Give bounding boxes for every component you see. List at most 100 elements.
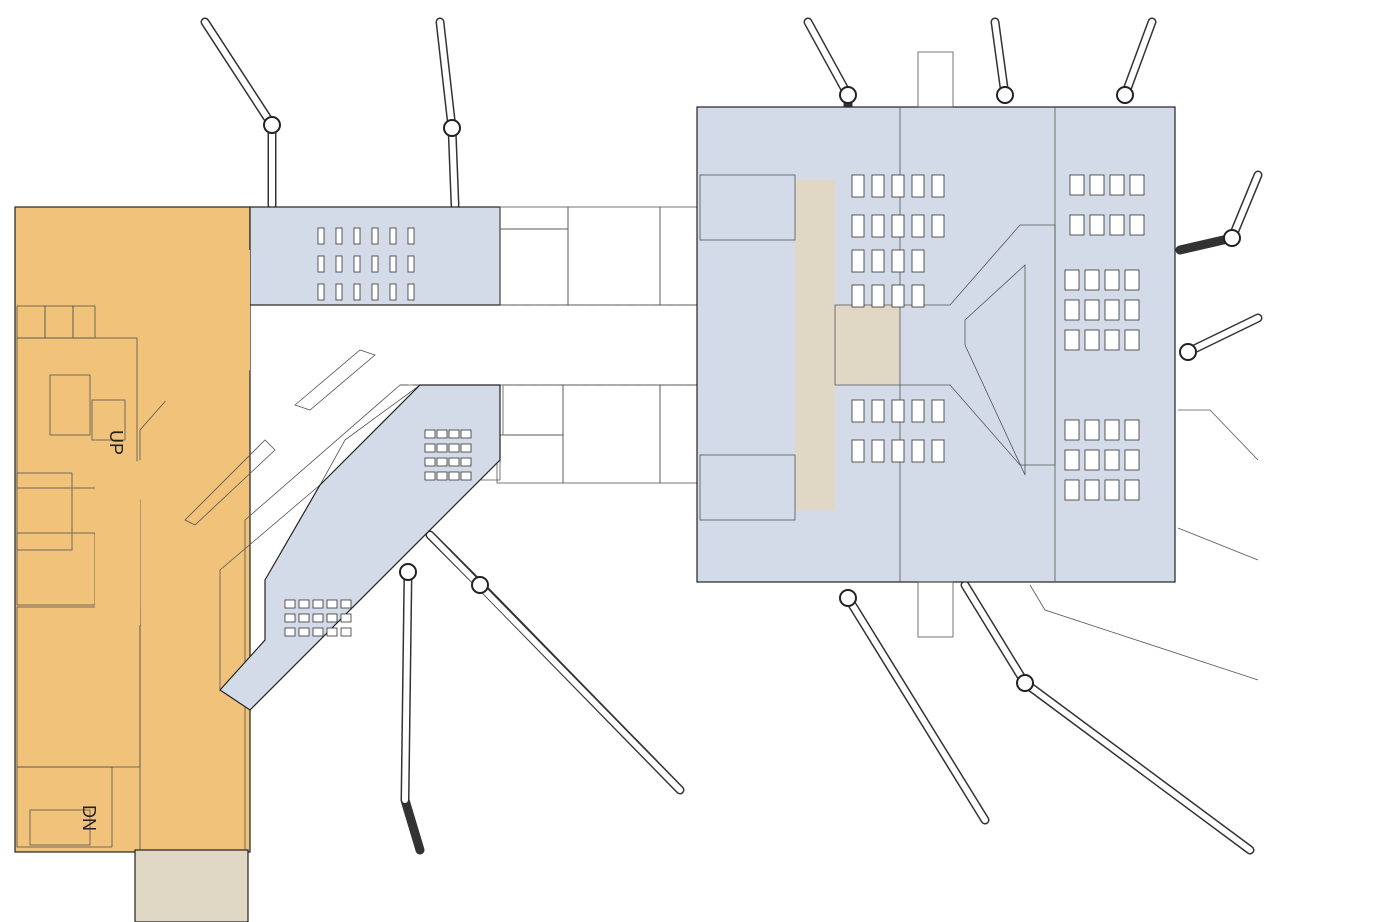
seat-row xyxy=(1109,214,1125,236)
office xyxy=(72,305,96,339)
seat-row xyxy=(1064,329,1080,351)
seat-row xyxy=(448,471,460,481)
seat-row xyxy=(1104,329,1120,351)
seat-row xyxy=(353,283,361,301)
seat-row xyxy=(389,227,397,245)
jet-bridge xyxy=(803,17,857,112)
seat-row xyxy=(871,284,885,308)
seat-row xyxy=(298,613,310,623)
seat-row xyxy=(424,457,436,467)
seat-row xyxy=(1084,449,1100,471)
seat-row xyxy=(1109,174,1125,196)
restroom xyxy=(567,206,661,306)
jet-bridge xyxy=(425,530,685,795)
seat-row xyxy=(931,214,945,238)
jet-bridge xyxy=(200,17,281,210)
jet-bridge xyxy=(960,580,1255,855)
seat-row xyxy=(298,627,310,637)
seat-row xyxy=(298,599,310,609)
seat-row xyxy=(911,214,925,238)
entrance-vestibule xyxy=(134,849,249,922)
stair xyxy=(29,809,91,846)
jet-bridge xyxy=(1116,17,1157,104)
seat-row xyxy=(389,283,397,301)
seat-row xyxy=(312,613,324,623)
seat-row xyxy=(436,457,448,467)
seat-row xyxy=(931,174,945,198)
seat-row xyxy=(871,249,885,273)
seat-row xyxy=(1124,329,1140,351)
seat-row xyxy=(1124,299,1140,321)
seat-row xyxy=(871,214,885,238)
stair xyxy=(49,374,91,436)
seat-row xyxy=(436,471,448,481)
seat-row xyxy=(1084,419,1100,441)
seat-row xyxy=(1064,269,1080,291)
seat-row xyxy=(340,613,352,623)
seat-row xyxy=(407,255,415,273)
seat-row xyxy=(891,439,905,463)
retail-kiosk xyxy=(294,349,376,411)
seat-row xyxy=(312,599,324,609)
seat-row xyxy=(1104,269,1120,291)
seat-row xyxy=(1129,174,1145,196)
seat-row xyxy=(851,249,865,273)
seat-row xyxy=(1084,479,1100,501)
seat-row xyxy=(448,429,460,439)
office xyxy=(499,206,569,230)
seat-row xyxy=(284,613,296,623)
office xyxy=(16,472,73,551)
seat-row xyxy=(317,283,325,301)
east-hub xyxy=(696,51,1176,638)
seat-row xyxy=(353,255,361,273)
seat-row xyxy=(1064,419,1080,441)
seat-row xyxy=(1084,269,1100,291)
seat-row xyxy=(436,443,448,453)
retail-kiosk xyxy=(184,439,276,526)
seat-row xyxy=(317,227,325,245)
seat-row xyxy=(424,429,436,439)
seat-row xyxy=(326,627,338,637)
seat-row xyxy=(1069,174,1085,196)
seat-row xyxy=(911,249,925,273)
seat-row xyxy=(460,443,472,453)
stair-core xyxy=(699,454,796,521)
seat-row xyxy=(1129,214,1145,236)
seat-row xyxy=(389,255,397,273)
jet-bridge xyxy=(839,589,990,825)
green-room xyxy=(496,434,564,484)
jet-bridge xyxy=(399,563,425,855)
seat-row xyxy=(871,439,885,463)
seat-row xyxy=(891,399,905,423)
seat-row xyxy=(891,174,905,198)
seat-row xyxy=(407,227,415,245)
seat-row xyxy=(1069,214,1085,236)
seat-row xyxy=(1064,299,1080,321)
jet-bridge xyxy=(1029,584,1259,681)
seat-row xyxy=(1064,449,1080,471)
seat-row xyxy=(448,443,460,453)
seat-row xyxy=(371,283,379,301)
seat-row xyxy=(1104,419,1120,441)
seat-row xyxy=(460,457,472,467)
seat-row xyxy=(931,439,945,463)
stair xyxy=(917,581,954,638)
seating-rows xyxy=(284,174,1145,637)
stair-core xyxy=(699,174,796,241)
seat-row xyxy=(1084,299,1100,321)
seat-row xyxy=(317,255,325,273)
seat-row xyxy=(1124,449,1140,471)
seat-row xyxy=(891,249,905,273)
service xyxy=(499,228,569,306)
jet-bridge xyxy=(1177,409,1259,561)
seat-row xyxy=(326,599,338,609)
seat-row xyxy=(284,627,296,637)
seat-row xyxy=(1104,479,1120,501)
seat-row xyxy=(911,284,925,308)
elevator-lobby xyxy=(91,399,126,441)
office xyxy=(502,384,564,436)
seat-row xyxy=(851,399,865,423)
jet-bridge xyxy=(435,17,461,210)
seat-row xyxy=(851,214,865,238)
